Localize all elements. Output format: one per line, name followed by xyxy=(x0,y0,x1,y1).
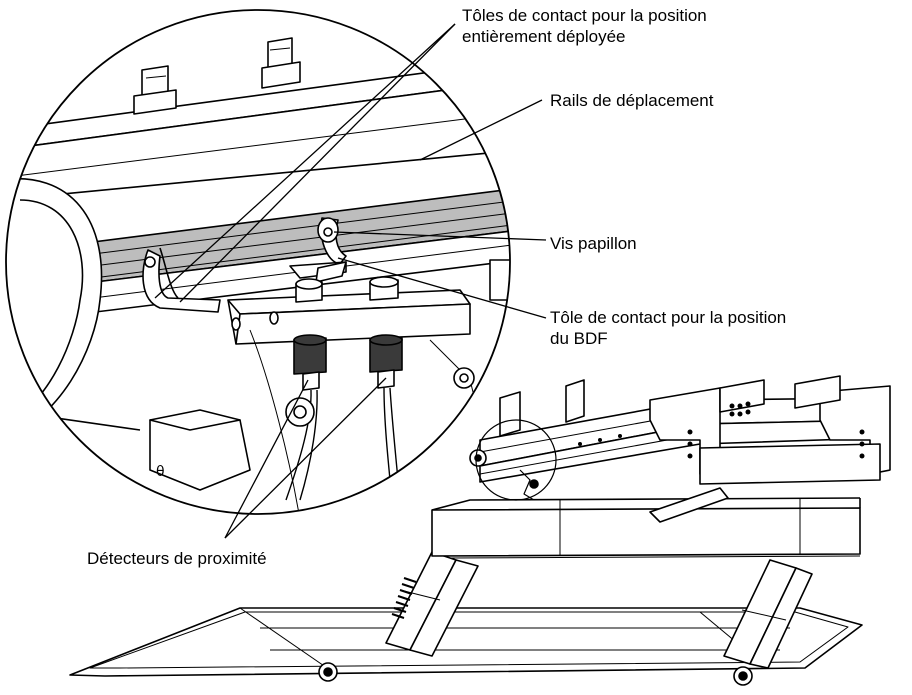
label-travel-rails: Rails de déplacement xyxy=(550,90,713,111)
carriage-frame xyxy=(453,371,891,523)
platform-beam xyxy=(431,507,861,557)
sensor-bracket xyxy=(227,276,471,345)
leader-travel-rails xyxy=(419,99,543,161)
label-line: Tôle de contact pour la position xyxy=(550,308,787,327)
label-line: Vis papillon xyxy=(550,234,637,253)
leader-proximity-2 xyxy=(224,377,387,539)
magnified-detail: θ xyxy=(5,9,511,515)
detail-callout-circle xyxy=(475,419,557,501)
label-contact-plate-bdf: Tôle de contact pour la position du BDF xyxy=(550,307,786,349)
label-line: entièrement déployée xyxy=(462,27,626,46)
leader-lines xyxy=(154,23,547,539)
wing-screw xyxy=(317,217,339,243)
label-proximity-sensors: Détecteurs de proximité xyxy=(87,548,267,569)
top-bolts xyxy=(133,37,301,115)
label-line: Tôles de contact pour la position xyxy=(462,6,707,25)
leader-contact-plates-2 xyxy=(179,23,456,303)
cylinder-left xyxy=(385,551,479,657)
label-line: Détecteurs de proximité xyxy=(87,549,267,568)
label-wing-screw: Vis papillon xyxy=(550,233,637,254)
ramp-assembly xyxy=(69,371,891,686)
label-line: Rails de déplacement xyxy=(550,91,714,110)
label-line: du BDF xyxy=(550,329,608,348)
contact-plates-deployed xyxy=(142,247,221,313)
leader-proximity-1 xyxy=(224,379,309,539)
leader-wing-screw xyxy=(333,231,547,241)
leader-contact-plate-bdf xyxy=(337,257,547,319)
leader-contact-plates-1 xyxy=(154,23,456,299)
cylinder-right xyxy=(723,559,813,669)
svg-text:θ: θ xyxy=(156,464,165,480)
label-contact-plates-deployed: Tôles de contact pour la position entièr… xyxy=(462,5,707,47)
